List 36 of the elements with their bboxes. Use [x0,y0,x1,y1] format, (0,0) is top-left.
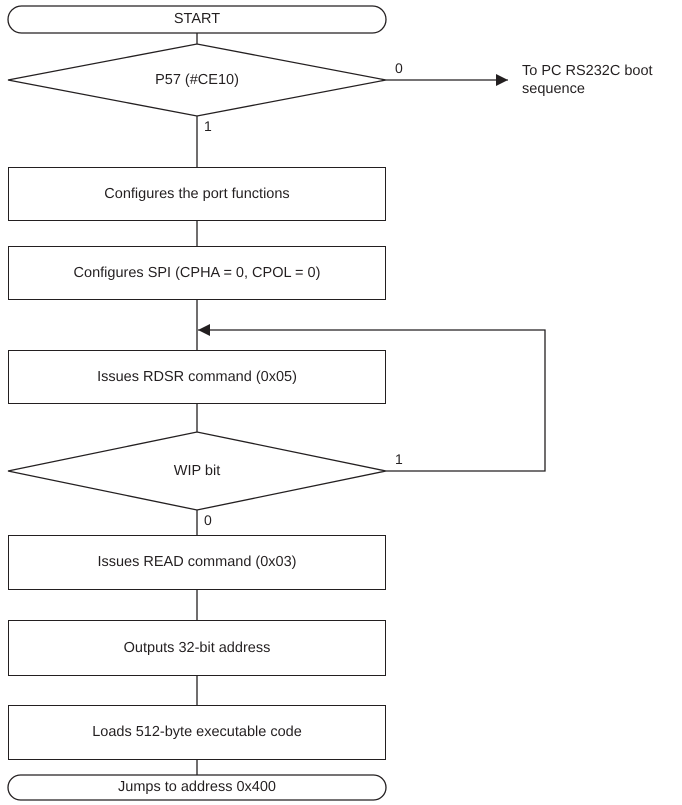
decision-diamond [8,432,386,510]
arrow [386,74,508,86]
process-box [8,705,386,760]
terminal-shape [8,6,386,33]
process-box [8,535,386,590]
edge-label: 0 [394,61,404,75]
edge-label: 1 [394,452,404,466]
connector-line [196,33,198,44]
connector-line [196,300,198,350]
arrow [198,324,546,472]
node-text: Outputs 32-bit address [124,638,270,658]
node-text: P57 (#CE10) [155,70,239,90]
decision-diamond [8,44,386,116]
node-text: Configures SPI (CPHA = 0, CPOL = 0) [74,264,320,282]
node-text: Issues READ command (0x03) [97,553,297,572]
connector-line [196,221,198,246]
connector-line [196,676,198,705]
edge-label: 1 [203,119,213,133]
connector-line [196,404,198,432]
connector-line [196,116,198,167]
node-text: Jumps to address 0x400 [118,778,276,797]
node-text: START [174,10,220,29]
edge-label: 0 [203,513,213,527]
process-box [8,246,386,300]
connector-line [196,760,198,775]
process-box [8,350,386,404]
terminal-shape [8,775,386,800]
process-box [8,167,386,221]
node-text: Issues RDSR command (0x05) [97,368,297,386]
node-text: Configures the port functions [104,184,290,204]
connector-line [196,590,198,620]
node-text: To PC RS232C boot sequence [522,62,654,98]
node-text: WIP bit [174,462,220,480]
process-box [8,620,386,676]
node-text: Loads 512-byte executable code [92,723,302,742]
connector-line [196,510,198,535]
